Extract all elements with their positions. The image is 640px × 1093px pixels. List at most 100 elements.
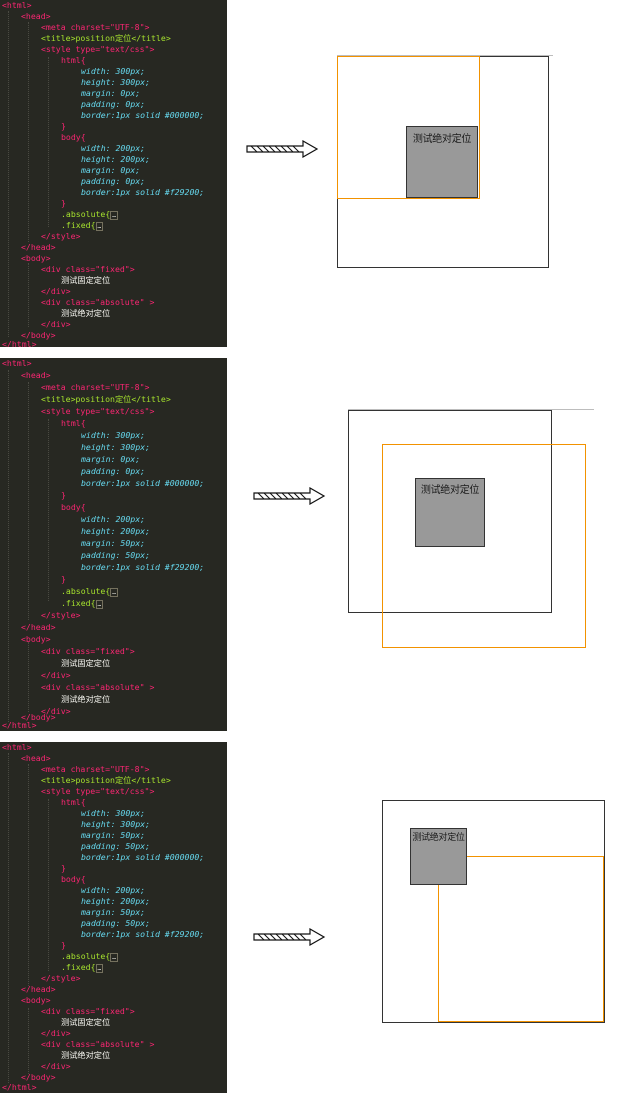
code-body-padding: padding: 50px;: [81, 918, 151, 928]
code-title: <title>position定位</title>: [41, 33, 171, 43]
code-style-close: </style>: [41, 973, 81, 983]
code-div-close: </div>: [41, 670, 71, 680]
code-html-margin: margin: 0px;: [81, 454, 141, 464]
code-meta: <meta charset="UTF-8">: [41, 764, 150, 774]
absolute-box: 测试绝对定位: [410, 828, 467, 885]
code-div-close: </div>: [41, 319, 71, 329]
html-box: [348, 410, 552, 613]
code-html-border: border:1px solid #000000;: [81, 852, 205, 862]
code-body-close: </body>: [21, 712, 56, 722]
code-html-close: </html>: [2, 339, 37, 347]
code-head-open: <head>: [21, 753, 51, 763]
code-div-fixed: <div class="fixed">: [41, 646, 135, 656]
code-body-open: <body>: [21, 634, 51, 644]
right-arrow-icon: [253, 487, 326, 505]
absolute-box-label: 测试绝对定位: [420, 485, 480, 496]
code-html-height: height: 300px;: [81, 77, 151, 87]
code-html-height: height: 300px;: [81, 442, 151, 452]
code-editor-3: <html> <head> <meta charset="UTF-8"> <ti…: [0, 742, 227, 1093]
code-style-open: <style type="text/css">: [41, 406, 155, 416]
code-body-border: border:1px solid #f29200;: [81, 187, 205, 197]
code-head-close: </head>: [21, 984, 56, 994]
code-html-border: border:1px solid #000000;: [81, 478, 205, 488]
panel-2: <html> <head> <meta charset="UTF-8"> <ti…: [0, 358, 640, 731]
code-html-padding: padding: 0px;: [81, 99, 146, 109]
code-html-padding: padding: 0px;: [81, 466, 146, 476]
absolute-box-label: 测试绝对定位: [412, 134, 472, 145]
fold-marker-icon[interactable]: …: [110, 211, 118, 220]
code-absolute-rule: .absolute{: [61, 951, 111, 961]
code-body-width: width: 200px;: [81, 514, 146, 524]
body-box: [438, 856, 604, 1022]
code-body-height: height: 200px;: [81, 526, 151, 536]
code-html-close: </html>: [2, 720, 37, 730]
code-editor-2: <html> <head> <meta charset="UTF-8"> <ti…: [0, 358, 227, 731]
code-html-close-brace: }: [61, 121, 66, 131]
code-head-open: <head>: [21, 11, 51, 21]
code-head-close: </head>: [21, 242, 56, 252]
fold-marker-icon[interactable]: …: [95, 600, 104, 609]
code-body-selector: body{: [61, 874, 86, 884]
absolute-box-label: 测试绝对定位: [412, 833, 465, 843]
code-meta: <meta charset="UTF-8">: [41, 382, 150, 392]
code-fixed-rule: .fixed{: [61, 220, 96, 230]
code-style-open: <style type="text/css">: [41, 44, 155, 54]
code-div-close: </div>: [41, 1061, 71, 1071]
code-body-border: border:1px solid #f29200;: [81, 929, 205, 939]
code-body-margin: margin: 50px;: [81, 538, 146, 548]
code-fixed-text: 测试固定定位: [61, 1017, 111, 1027]
code-div-absolute: <div class="absolute" >: [41, 1039, 155, 1049]
code-editor-1: <html> <head> <meta charset="UTF-8"> <ti…: [0, 0, 227, 347]
body-box: [337, 56, 480, 199]
code-style-close: </style>: [41, 610, 81, 620]
code-title: <title>position定位</title>: [41, 775, 171, 785]
code-html-width: width: 300px;: [81, 430, 146, 440]
code-html-width: width: 300px;: [81, 66, 146, 76]
body-box: [382, 444, 586, 648]
code-absolute-text: 测试绝对定位: [61, 694, 111, 704]
panel-1: <html> <head> <meta charset="UTF-8"> <ti…: [0, 0, 640, 347]
code-title: <title>position定位</title>: [41, 394, 171, 404]
code-absolute-text: 测试绝对定位: [61, 1050, 111, 1060]
code-body-close-brace: }: [61, 940, 66, 950]
code-html-width: width: 300px;: [81, 808, 146, 818]
fold-marker-icon[interactable]: …: [95, 222, 104, 231]
code-fixed-rule: .fixed{: [61, 598, 96, 608]
fold-marker-icon[interactable]: …: [95, 964, 104, 973]
code-style-open: <style type="text/css">: [41, 786, 155, 796]
code-html-padding: padding: 50px;: [81, 841, 151, 851]
code-body-selector: body{: [61, 132, 86, 142]
html-box: [382, 800, 605, 1023]
code-html-selector: html{: [61, 797, 86, 807]
code-body-selector: body{: [61, 502, 86, 512]
code-style-close: </style>: [41, 231, 81, 241]
code-html-close-brace: }: [61, 863, 66, 873]
code-html-height: height: 300px;: [81, 819, 151, 829]
code-meta: <meta charset="UTF-8">: [41, 22, 150, 32]
code-html-border: border:1px solid #000000;: [81, 110, 205, 120]
code-html-margin: margin: 0px;: [81, 88, 141, 98]
fold-marker-icon[interactable]: …: [110, 588, 118, 597]
panel-3: <html> <head> <meta charset="UTF-8"> <ti…: [0, 742, 640, 1093]
absolute-box: 测试绝对定位: [415, 478, 485, 547]
code-div-absolute: <div class="absolute" >: [41, 682, 155, 692]
code-html-selector: html{: [61, 418, 86, 428]
code-div-close: </div>: [41, 1028, 71, 1038]
code-body-close: </body>: [21, 1072, 56, 1082]
code-body-margin: margin: 0px;: [81, 165, 141, 175]
code-body-close-brace: }: [61, 574, 66, 584]
code-html-close-brace: }: [61, 490, 66, 500]
right-arrow-icon: [253, 928, 326, 946]
code-html-selector: html{: [61, 55, 86, 65]
code-body-width: width: 200px;: [81, 885, 146, 895]
code-html-open: <html>: [2, 742, 32, 752]
code-div-close: </div>: [41, 286, 71, 296]
code-body-margin: margin: 50px;: [81, 907, 146, 917]
code-body-close-brace: }: [61, 198, 66, 208]
fold-marker-icon[interactable]: …: [110, 953, 118, 962]
right-arrow-icon: [246, 140, 319, 158]
code-html-open: <html>: [2, 0, 32, 10]
code-body-border: border:1px solid #f29200;: [81, 562, 205, 572]
code-div-fixed: <div class="fixed">: [41, 264, 135, 274]
code-html-open: <html>: [2, 358, 32, 368]
